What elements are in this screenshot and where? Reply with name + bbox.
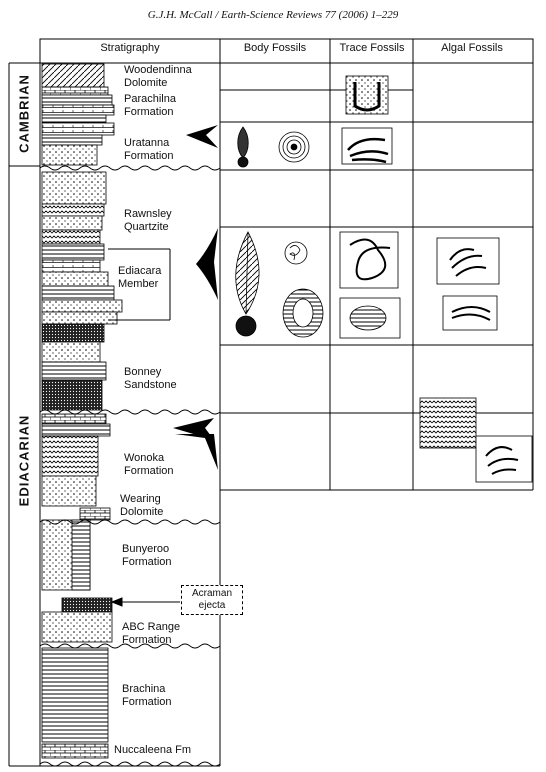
trace-burrow-icon (339, 75, 401, 339)
unit-nuccaleena: Nuccaleena Fm (114, 744, 192, 756)
table-frame (8, 38, 534, 767)
body-fossils (235, 126, 324, 338)
algal-mat-icon (419, 237, 533, 483)
header-stratigraphy: Stratigraphy (100, 42, 160, 54)
lithology-column (41, 63, 123, 759)
header-algal-fossils: Algal Fossils (441, 42, 503, 54)
fossil-arrow-icon (173, 125, 218, 470)
unconformities (39, 165, 221, 767)
header-trace-fossils: Trace Fossils (339, 42, 405, 54)
acraman-arrow-icon (110, 597, 180, 607)
era-ediacarian: EDIACARIAN (16, 414, 32, 507)
running-head: G.J.H. McCall / Earth-Science Reviews 77… (147, 9, 399, 21)
header-body-fossils: Body Fossils (243, 42, 307, 54)
era-cambrian: CAMBRIAN (16, 74, 32, 153)
